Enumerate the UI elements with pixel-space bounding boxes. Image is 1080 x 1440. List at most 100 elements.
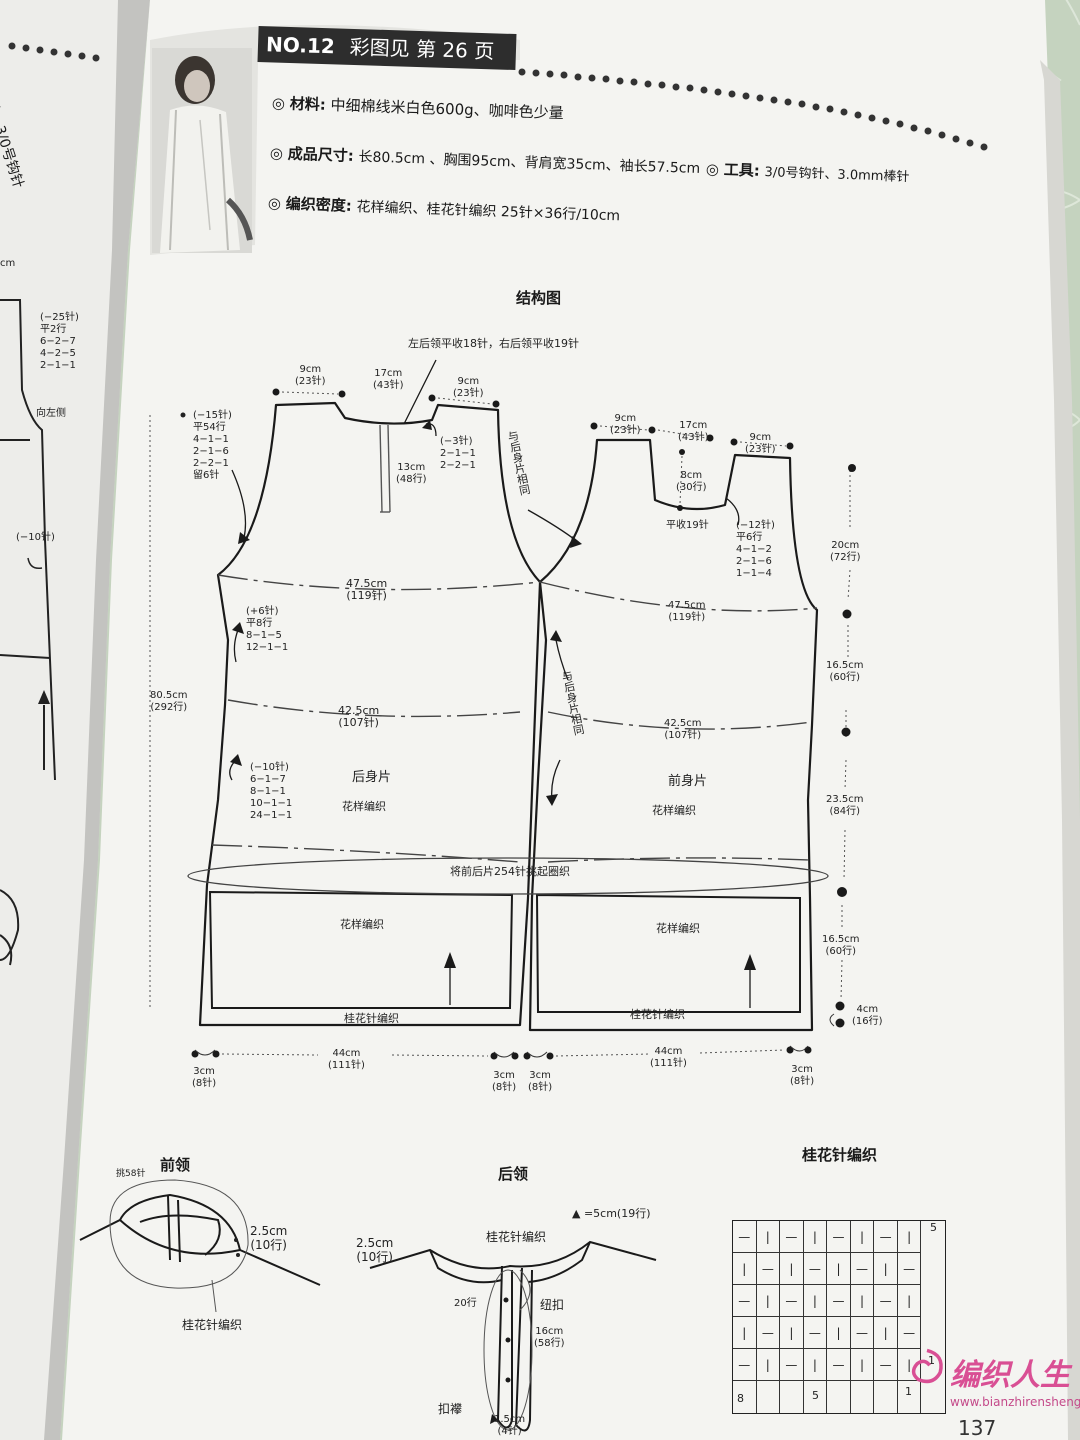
stitch-cell: — — [733, 1349, 757, 1381]
circle-bullet-icon: ◎ — [267, 194, 282, 213]
front-collar-height-dim: 2.5cm (10行) — [250, 1224, 288, 1252]
back-piece-pattern: 花样编织 — [342, 800, 386, 813]
total-length-dim: 80.5cm (292行) — [150, 690, 188, 713]
back-collar-legend: ▲ =5cm(19行) — [572, 1207, 651, 1220]
circle-bullet-icon: ◎ — [705, 160, 720, 179]
stitch-cell: — — [756, 1253, 781, 1285]
back-rib-label: 桂花针编织 — [344, 1012, 399, 1025]
bottom-left-edge2-dim: 3cm (8针) — [492, 1070, 517, 1093]
bottom-right-edge2-dim: 3cm (8针) — [790, 1064, 815, 1087]
bottom-right-edge-dim: 3cm (8针) — [528, 1070, 553, 1093]
stitch-cell: | — [897, 1285, 922, 1317]
circle-bullet-icon: ◎ — [271, 94, 286, 113]
grid-footer-cell — [898, 1381, 922, 1413]
stitch-cell: | — [850, 1221, 875, 1253]
stitch-cell: — — [803, 1317, 828, 1349]
grid-footer-cell — [757, 1381, 781, 1413]
back-neck-decrease-right: (−3针) 2−1−1 2−2−1 — [440, 436, 476, 471]
left-page-label1: 向左侧 — [36, 408, 66, 419]
front-hem-dim: 16.5cm (60行) — [822, 934, 860, 957]
materials-label: 材料: — [289, 94, 327, 114]
grid-footer-cell — [780, 1381, 804, 1413]
front-collar-label: 桂花针编织 — [182, 1318, 243, 1332]
stitch-cell: | — [803, 1221, 828, 1253]
left-page-dec1: (−25针) 平2行 6−2−7 4−2−5 2−1−1 — [40, 312, 79, 371]
stitch-cell: | — [733, 1253, 757, 1285]
col-number-8: 8 — [737, 1392, 744, 1405]
stitch-cell: — — [897, 1253, 922, 1285]
diagram-title: 结构图 — [516, 289, 562, 307]
row-number-1: 1 — [928, 1354, 935, 1367]
back-piece-name: 后身片 — [352, 770, 392, 785]
stitch-cell: | — [850, 1285, 875, 1317]
stitch-cell: — — [803, 1253, 828, 1285]
back-shoulder-left-dim: 9cm (23针) — [295, 364, 326, 387]
size-label: 成品尺寸: — [287, 144, 355, 165]
front-piece-name: 前身片 — [668, 774, 708, 789]
front-rib-label: 桂花针编织 — [630, 1008, 685, 1021]
stitch-cell: | — [897, 1349, 922, 1381]
header-dots — [518, 68, 988, 151]
front-collar-title: 前领 — [160, 1156, 191, 1174]
back-decrease-note: (−10针) 6−1−7 8−1−1 10−1−1 24−1−1 — [250, 762, 293, 821]
stitch-cell: — — [780, 1285, 804, 1317]
back-chest-dim: 47.5cm (119针) — [346, 577, 388, 602]
front-hem-pattern: 花样编织 — [656, 922, 700, 935]
stitch-cell: | — [897, 1221, 922, 1253]
front-neck-bindoff: 平收19针 — [666, 520, 709, 531]
back-placket-dim: 13cm (48行) — [396, 462, 427, 485]
back-placket-length-dim: 16cm (58行) — [534, 1326, 565, 1349]
front-rib-dim: 4cm (16行) — [852, 1004, 883, 1027]
left-page-cm: cm — [0, 258, 16, 269]
grid-footer-cell — [804, 1381, 828, 1413]
front-neck-dim: 17cm (43针) — [678, 420, 709, 443]
front-neck-depth-dim: 8cm (30行) — [676, 470, 707, 493]
stitch-cell: — — [733, 1221, 757, 1253]
back-neck-dim: 17cm (43针) — [373, 368, 404, 391]
grid-footer-cell — [827, 1381, 851, 1413]
front-neck-decrease: (−12针) 平6行 4−1−2 2−1−6 1−1−4 — [736, 520, 775, 579]
front-armhole-dim: 20cm (72行) — [830, 540, 861, 563]
front-waist-dim: 42.5cm (107针) — [664, 718, 702, 741]
button-loop-label: 扣襻 — [438, 1402, 463, 1416]
site-url: www.bianzhirensheng.com — [950, 1395, 1080, 1409]
back-shoulder-right-dim: 9cm (23针) — [453, 376, 484, 399]
stitch-cell: — — [827, 1349, 851, 1381]
gauge-label: 编织密度: — [285, 194, 353, 215]
stitch-cell: — — [733, 1285, 757, 1317]
circle-bullet-icon: ◎ — [269, 144, 284, 163]
front-mid-dim: 23.5cm (84行) — [826, 794, 864, 817]
stitch-cell: — — [756, 1317, 781, 1349]
seed-stitch-grid: —|—|—|—||—|—|—|——|—|—|—||—|—|—|——|—|—|—| — [732, 1220, 946, 1414]
stitch-cell: — — [874, 1349, 898, 1381]
back-collar-rows: 20行 — [454, 1298, 477, 1309]
stitch-cell: | — [756, 1349, 781, 1381]
back-collar-bottom-dim: 1.5cm (4针) — [494, 1414, 526, 1437]
stitch-cell: — — [874, 1221, 898, 1253]
stitch-cell: | — [874, 1253, 898, 1285]
stitch-cell: — — [827, 1221, 851, 1253]
page-number: 137 — [958, 1416, 997, 1440]
pickup-note: 将前后片254针挑起圈织 — [450, 865, 570, 878]
front-shoulder-right-dim: 9cm (23针) — [745, 432, 776, 455]
grid-footer-cell — [851, 1381, 875, 1413]
stitch-cell: — — [850, 1253, 875, 1285]
color-photo-ref: 彩图见 第 26 页 — [349, 34, 495, 64]
front-upper-dim: 16.5cm (60行) — [826, 660, 864, 683]
pattern-number: NO.12 — [265, 32, 336, 59]
stitch-cell: — — [874, 1285, 898, 1317]
back-collar-label: 桂花针编织 — [486, 1230, 547, 1244]
stitch-cell: — — [780, 1349, 804, 1381]
stitch-cell: | — [827, 1253, 851, 1285]
stitch-cell: | — [756, 1221, 781, 1253]
bottom-left-width-dim: 44cm (111针) — [328, 1048, 365, 1071]
front-shoulder-left-dim: 9cm (23针) — [610, 413, 641, 436]
stitch-cell: | — [874, 1317, 898, 1349]
front-chest-dim: 47.5cm (119针) — [668, 600, 706, 623]
stitch-cell: — — [827, 1285, 851, 1317]
grid-footer-cell — [874, 1381, 898, 1413]
stitch-cell: — — [780, 1221, 804, 1253]
bottom-left-edge-dim: 3cm (8针) — [192, 1066, 217, 1089]
back-neck-decrease-left: (−15针) 平54行 4−1−1 2−1−6 2−2−1 留6针 — [193, 410, 232, 481]
stitch-cell: — — [850, 1317, 875, 1349]
